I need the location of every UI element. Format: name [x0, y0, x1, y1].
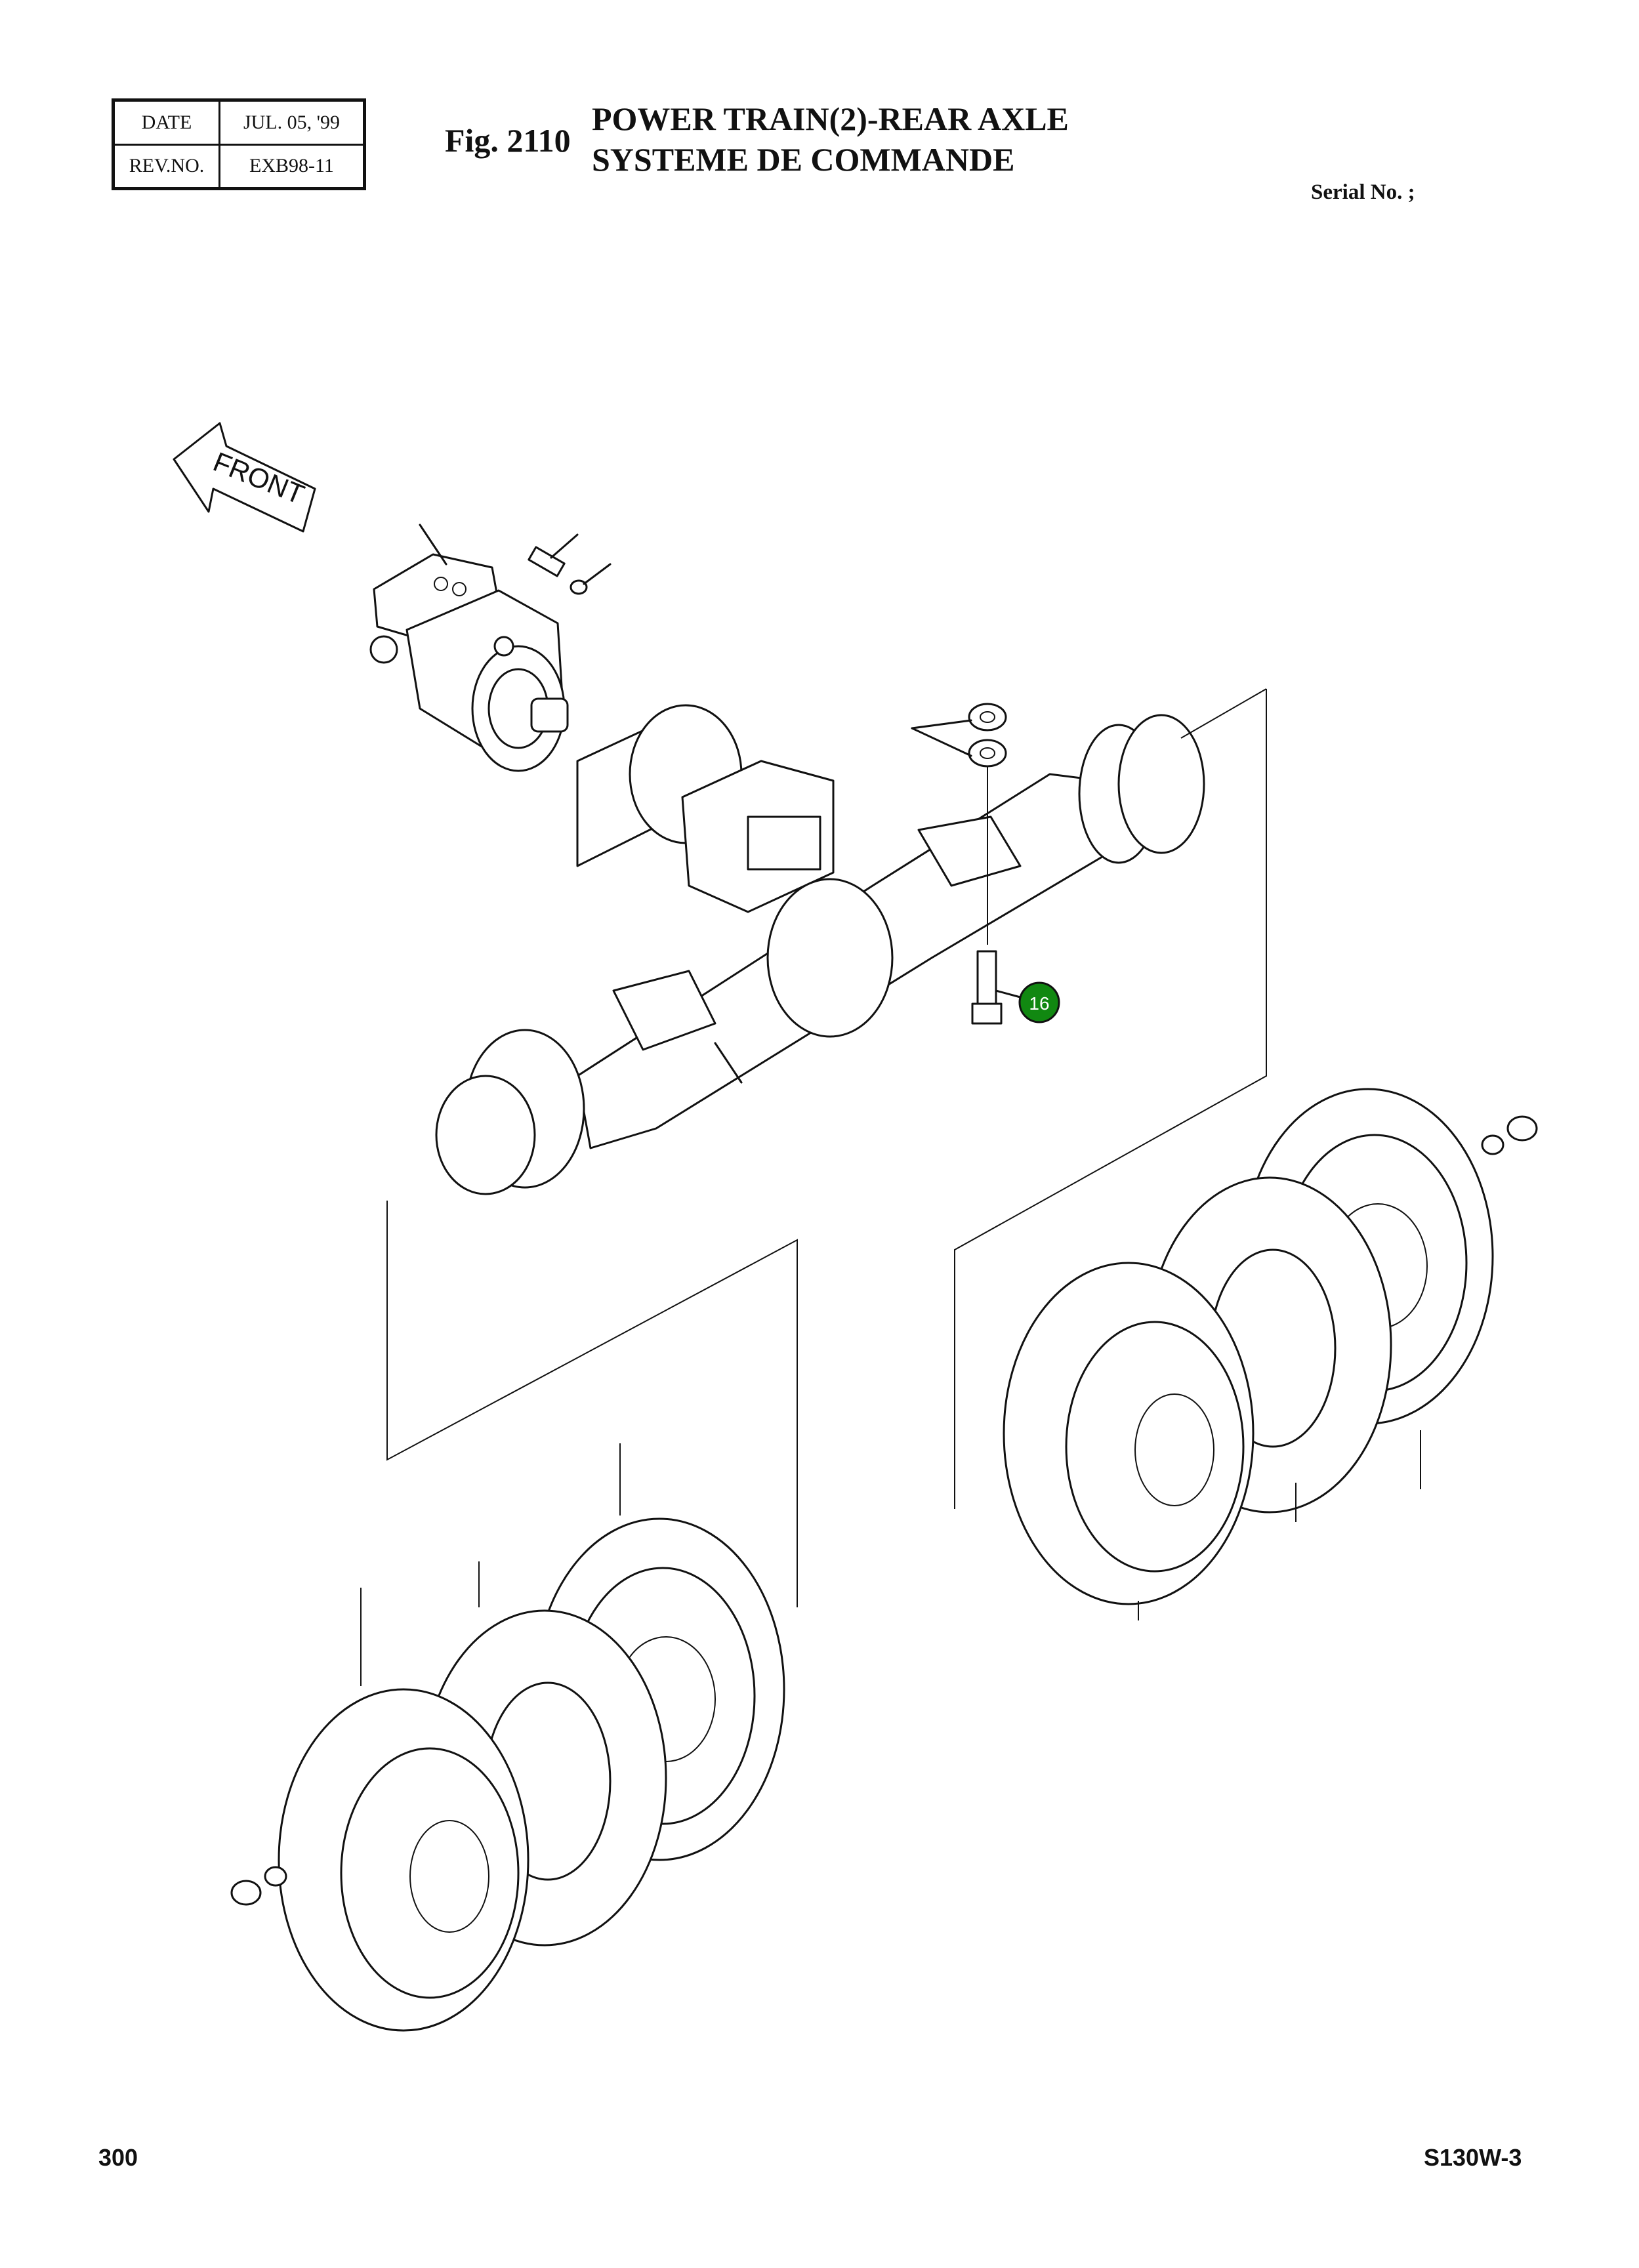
right-dual-wheel-set: [1003, 1088, 1538, 1620]
hydraulic-motor: [369, 524, 569, 772]
axle-mounting-hardware: [911, 703, 1007, 1025]
page-number: 300: [98, 2144, 138, 2171]
rev-label: REV.NO.: [112, 143, 220, 190]
figure-title: POWER TRAIN(2)-REAR AXLE SYSTEME DE COMM…: [592, 98, 1069, 180]
revision-table: DATE JUL. 05, '99 REV.NO. EXB98-11: [112, 98, 366, 190]
motor-bolt-washer: [528, 533, 612, 595]
date-value: JUL. 05, '99: [218, 99, 365, 146]
rear-axle-assembly: [435, 704, 1205, 1195]
date-label: DATE: [112, 99, 220, 146]
title-line-french: SYSTEME DE COMMANDE: [592, 141, 1015, 178]
callout-16[interactable]: 16: [995, 981, 1060, 1023]
figure-number: Fig. 2110: [445, 122, 571, 159]
front-direction-arrow: FRONT: [173, 422, 316, 533]
callout-16-number: 16: [1029, 993, 1049, 1014]
left-dual-wheel-set: [230, 1443, 785, 2032]
title-line-english: POWER TRAIN(2)-REAR AXLE: [592, 100, 1069, 137]
exploded-view-frames: [386, 688, 1267, 1607]
model-code: S130W-3: [1424, 2144, 1522, 2171]
rev-value: EXB98-11: [218, 143, 365, 190]
serial-number-label: Serial No. ;: [1311, 180, 1415, 204]
